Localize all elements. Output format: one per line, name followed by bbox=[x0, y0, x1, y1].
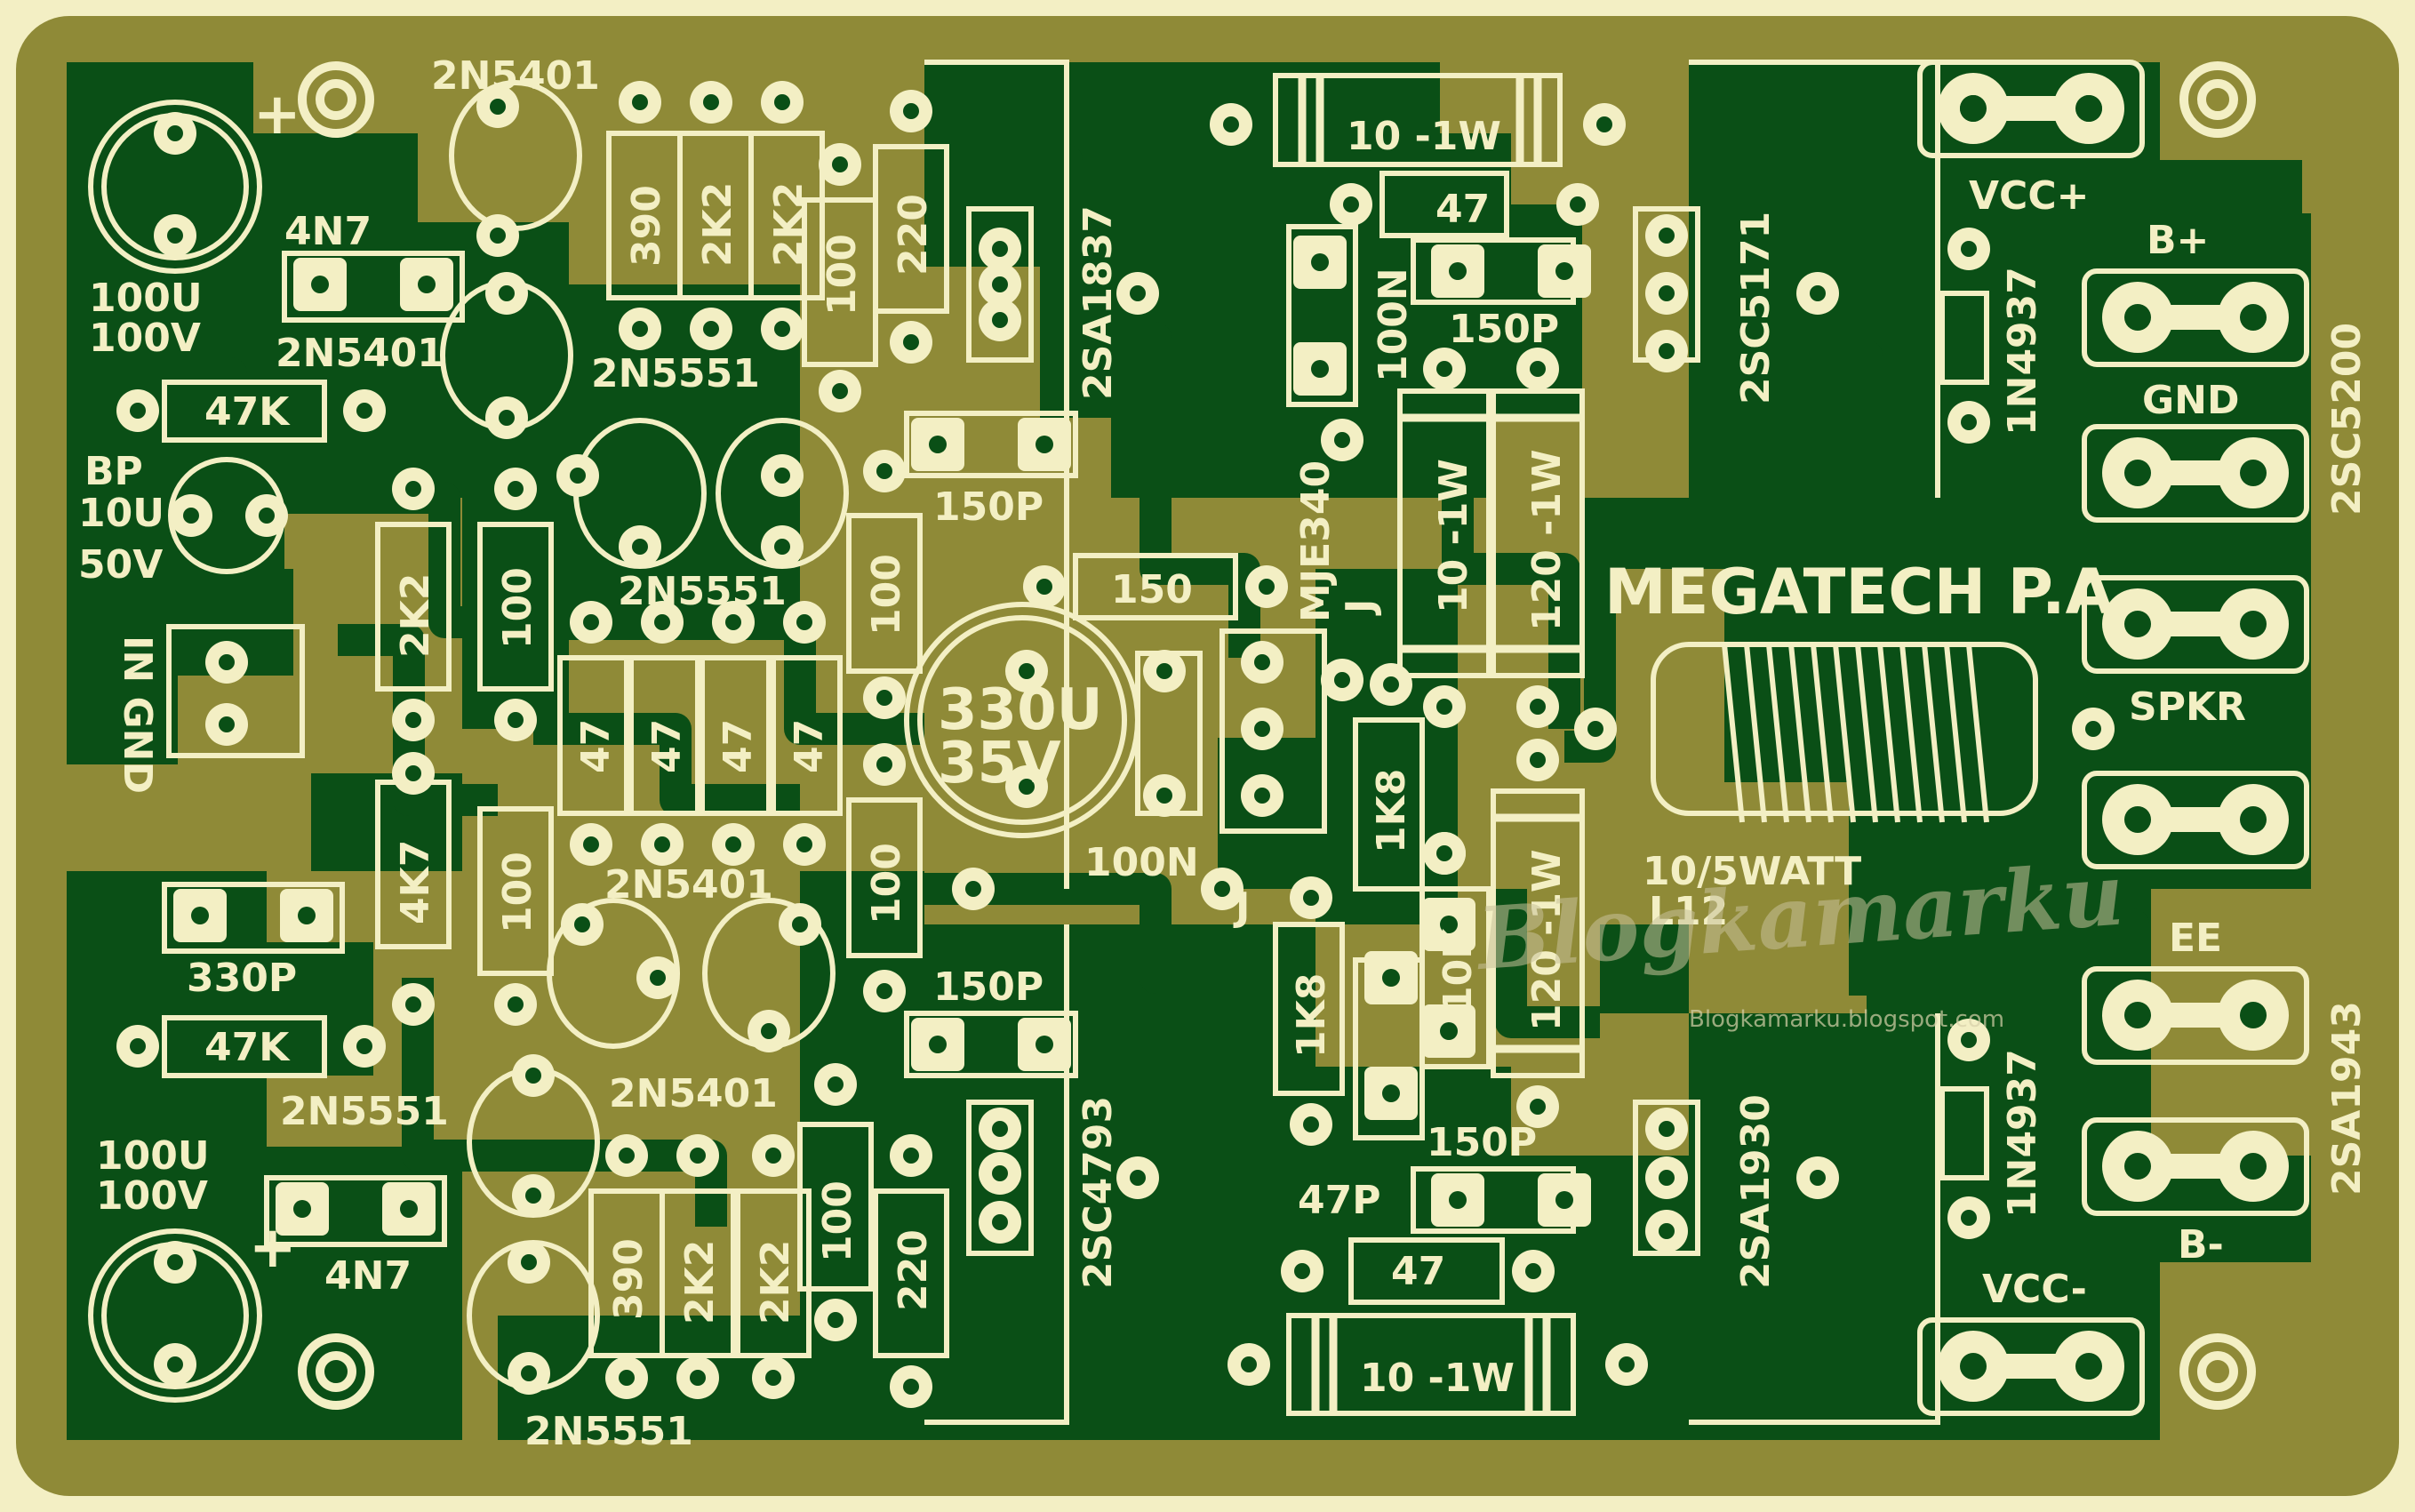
label-j1: J bbox=[1338, 599, 1383, 616]
label-r390-bot: 390 bbox=[606, 1238, 652, 1320]
label-r120-1w-a: 120 -1W bbox=[1524, 449, 1570, 631]
label-bp-c: 50V bbox=[78, 542, 163, 588]
label-r47k-top: 47K bbox=[204, 389, 291, 435]
label-r2k2-d: 2K2 bbox=[753, 1240, 798, 1324]
label-r2k2-c: 2K2 bbox=[677, 1240, 723, 1324]
label-c150p-3: 150P bbox=[1449, 307, 1559, 352]
label-r10-1w-bot: 10 -1W bbox=[1360, 1356, 1515, 1401]
label-c100u-bot-b: 100V bbox=[96, 1173, 208, 1219]
label-r47k-bot: 47K bbox=[204, 1025, 291, 1070]
label-q8: 2N5551 bbox=[524, 1409, 693, 1454]
label-coil-b: L12 bbox=[1649, 889, 1728, 934]
label-q1: 2N5401 bbox=[431, 53, 600, 99]
board-title: MEGATECH P.A bbox=[1604, 556, 2114, 628]
label-c-4n7-bot: 4N7 bbox=[324, 1253, 412, 1299]
mounting-holes bbox=[298, 61, 2256, 1410]
label-r150: 150 bbox=[1111, 567, 1193, 612]
label-vcc-pos: VCC+ bbox=[1969, 173, 2090, 219]
component-labels: 2N5401 2N5401 2N5551 2N5551 2N5401 2N540… bbox=[78, 53, 2370, 1454]
terminal-pads bbox=[1938, 73, 2289, 1402]
coil-winding bbox=[1722, 644, 1989, 823]
label-r2k2-left: 2K2 bbox=[393, 573, 438, 658]
label-r1k8-a: 1K8 bbox=[1369, 769, 1414, 853]
label-q2: 2N5401 bbox=[276, 331, 444, 376]
label-c100n-top: 100N bbox=[1371, 268, 1416, 382]
label-coil-a: 10/5WATT bbox=[1643, 849, 1861, 894]
label-r2k2-a: 2K2 bbox=[695, 182, 740, 267]
label-r47-1: 47 bbox=[573, 719, 619, 773]
label-r2k2-b: 2K2 bbox=[766, 182, 812, 267]
label-r220-top: 220 bbox=[891, 194, 936, 276]
label-r100-mid: 100 bbox=[864, 554, 909, 636]
label-r100-left2: 100 bbox=[495, 852, 540, 933]
label-j2: J bbox=[1233, 884, 1250, 930]
label-q6: 2N5401 bbox=[609, 1071, 778, 1116]
label-ee: EE bbox=[2169, 916, 2222, 961]
label-plus-top: + bbox=[253, 82, 301, 148]
label-plus-bot: + bbox=[249, 1215, 297, 1281]
label-c150p-1: 150P bbox=[933, 484, 1044, 530]
label-c150p-2: 150P bbox=[933, 964, 1044, 1010]
label-r120-1w-b: 120 -1W bbox=[1524, 849, 1570, 1031]
label-c47p: 47P bbox=[1298, 1178, 1380, 1223]
label-r390-top: 390 bbox=[624, 185, 669, 267]
label-r10k: 10K bbox=[1435, 927, 1481, 1013]
label-r47-top: 47 bbox=[1435, 187, 1490, 232]
label-t-2sc5200: 2SC5200 bbox=[2324, 323, 2370, 516]
label-r47-2: 47 bbox=[644, 719, 690, 773]
label-r47-bot: 47 bbox=[1391, 1249, 1445, 1294]
label-r220-bot: 220 bbox=[891, 1229, 936, 1311]
label-r100-left: 100 bbox=[495, 567, 540, 649]
label-c100u-top-a: 100U bbox=[89, 276, 203, 321]
label-q3: 2N5551 bbox=[591, 351, 760, 396]
label-bp-b: 10U bbox=[78, 491, 164, 536]
resistor-bands bbox=[1298, 76, 1582, 1413]
label-c100u-top-b: 100V bbox=[89, 316, 201, 361]
watermark-url: Blogkamarku.blogspot.com bbox=[1689, 1006, 2004, 1033]
label-r10-1w-mid: 10 -1W bbox=[1431, 459, 1476, 613]
label-c330u-b: 35V bbox=[938, 731, 1061, 796]
label-r100-bot: 100 bbox=[815, 1180, 860, 1262]
label-gnd: GND bbox=[2142, 378, 2239, 423]
label-spkr: SPKR bbox=[2129, 684, 2246, 730]
label-bp-a: BP bbox=[84, 449, 143, 494]
label-c100u-bot-a: 100U bbox=[96, 1133, 210, 1179]
silkscreen bbox=[88, 60, 2309, 1425]
label-r100-a: 100 bbox=[820, 234, 865, 316]
label-c150p-4: 150P bbox=[1427, 1120, 1537, 1165]
label-r10-1w-top: 10 -1W bbox=[1347, 114, 1501, 159]
label-t-2sc4793: 2SC4793 bbox=[1076, 1096, 1121, 1289]
label-r100-mid2: 100 bbox=[864, 843, 909, 924]
label-q4: 2N5551 bbox=[618, 569, 787, 614]
label-c-4n7-top: 4N7 bbox=[284, 209, 372, 254]
label-mje340: MJE340 bbox=[1293, 460, 1339, 622]
label-d-1n4937-a: 1N4937 bbox=[2000, 267, 2045, 436]
label-d-1n4937-b: 1N4937 bbox=[2000, 1049, 2045, 1218]
label-q5: 2N5401 bbox=[604, 862, 773, 908]
label-t-2sa1930: 2SA1930 bbox=[1733, 1094, 1779, 1289]
label-t-2sa1943: 2SA1943 bbox=[2324, 1001, 2370, 1196]
label-c330p: 330P bbox=[187, 956, 297, 1001]
label-r47-4: 47 bbox=[787, 719, 832, 773]
label-in-gnd: IN GND bbox=[115, 636, 160, 794]
label-c330u-a: 330U bbox=[938, 677, 1103, 743]
label-q7: 2N5551 bbox=[280, 1089, 449, 1134]
label-c100n-mid: 100N bbox=[1084, 840, 1199, 885]
label-r4k7: 4K7 bbox=[393, 840, 438, 924]
label-r1k8-b: 1K8 bbox=[1289, 973, 1334, 1058]
label-r47-3: 47 bbox=[716, 719, 761, 773]
label-vcc-neg: VCC- bbox=[1982, 1267, 2087, 1312]
label-b-neg: B- bbox=[2178, 1222, 2224, 1268]
label-t-2sc5171: 2SC5171 bbox=[1733, 212, 1779, 404]
label-b-pos: B+ bbox=[2147, 218, 2209, 263]
label-t-2sa1837: 2SA1837 bbox=[1076, 205, 1121, 400]
